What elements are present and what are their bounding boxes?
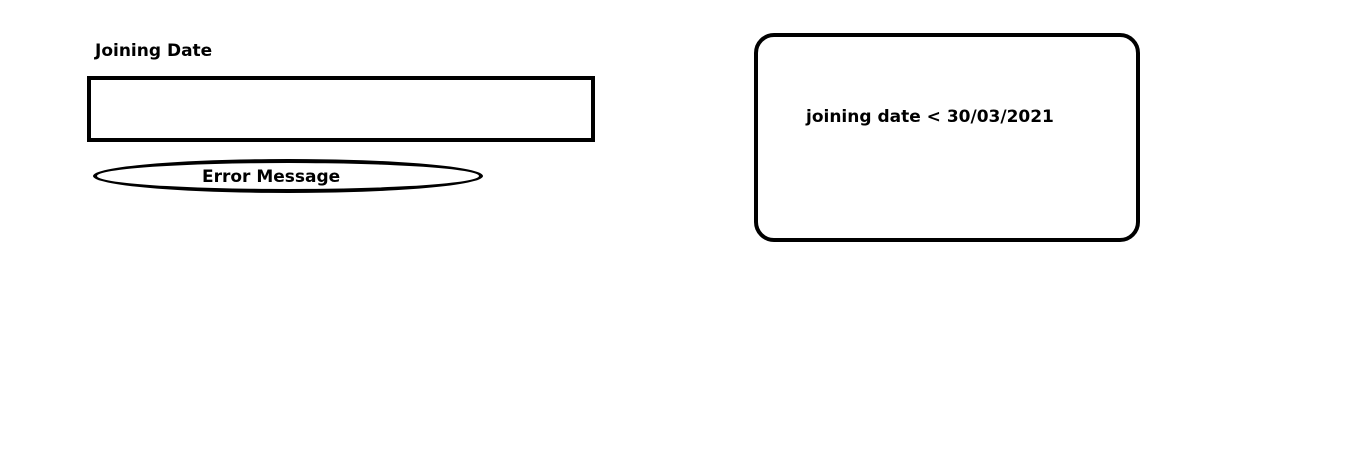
validation-rule-text: joining date < 30/03/2021 xyxy=(806,107,1054,127)
error-message-text: Error Message xyxy=(202,167,341,187)
joining-date-label: Joining Date xyxy=(95,41,213,61)
error-message-bubble xyxy=(93,159,483,193)
validation-rule-box xyxy=(754,33,1140,242)
joining-date-input[interactable] xyxy=(87,76,595,142)
